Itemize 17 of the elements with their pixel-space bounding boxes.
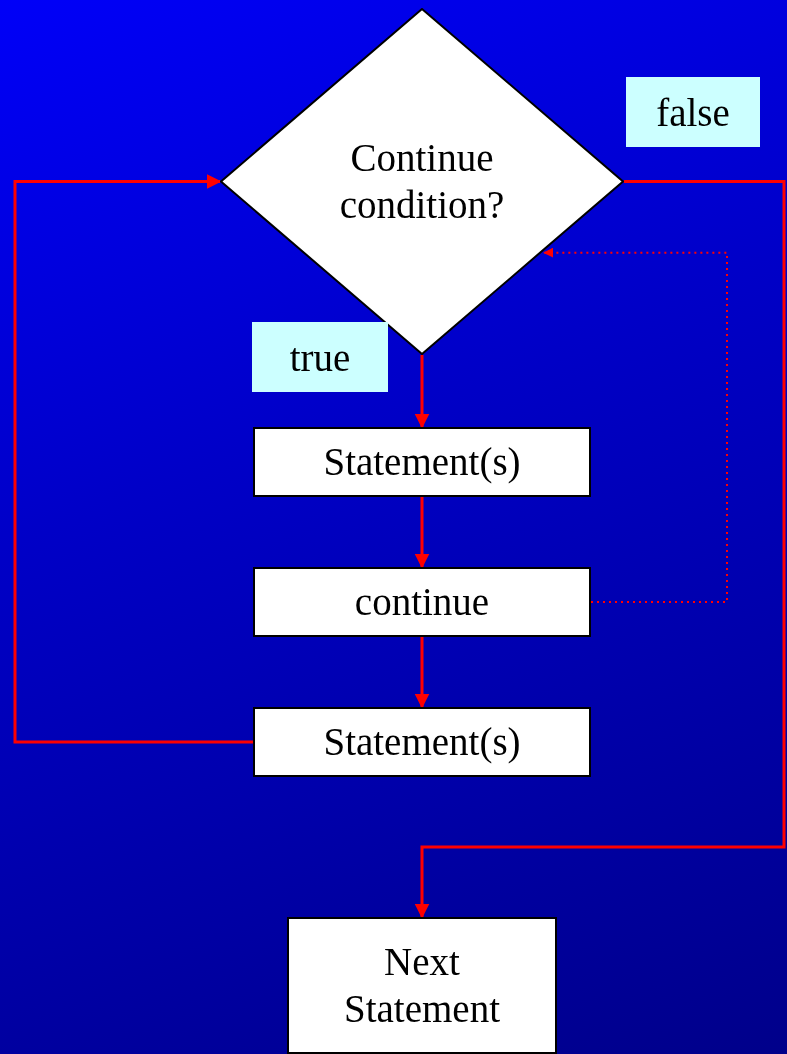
arrow bbox=[414, 355, 430, 429]
statement-text: Statement(s) bbox=[323, 718, 521, 765]
arrow bbox=[13, 174, 253, 744]
process-box bbox=[253, 707, 591, 777]
dotted-arrow bbox=[543, 247, 728, 603]
arrow bbox=[414, 497, 430, 569]
arrow bbox=[414, 180, 786, 919]
statement-text: Next Statement bbox=[343, 938, 501, 1032]
process-box bbox=[253, 427, 591, 497]
process-box bbox=[287, 917, 557, 1054]
statement-text: Statement(s) bbox=[323, 438, 521, 485]
statement-text: continue bbox=[354, 578, 490, 625]
edge-label: false bbox=[626, 77, 760, 147]
arrow bbox=[414, 637, 430, 709]
edge-label: true bbox=[252, 322, 388, 392]
condition-text: Continue condition? bbox=[338, 134, 506, 228]
process-box bbox=[253, 567, 591, 637]
